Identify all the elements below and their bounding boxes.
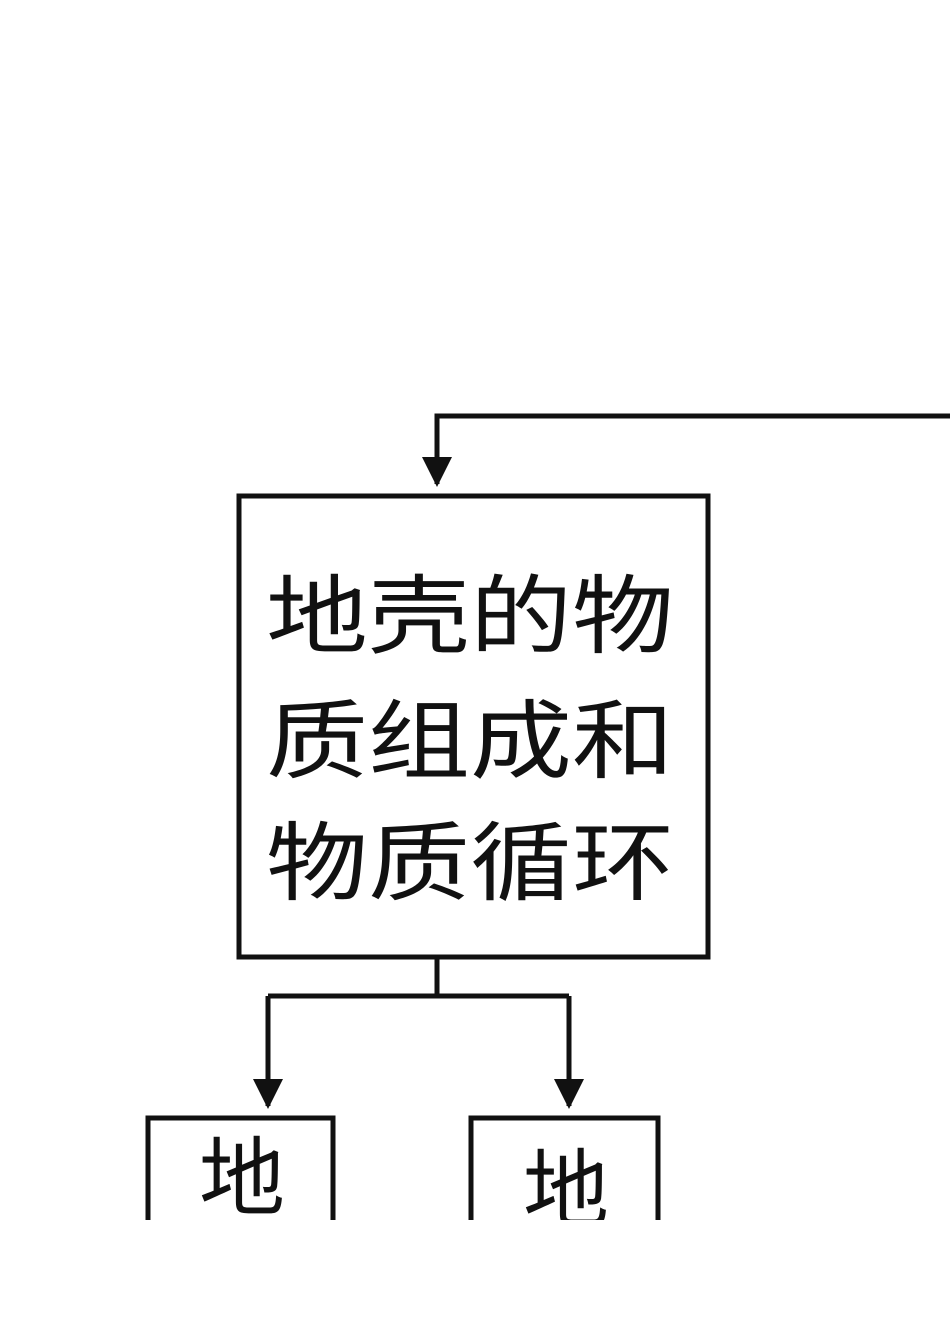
child-left-box [145,1115,336,1220]
child-right-label: 地 [523,1141,609,1241]
child-right-box [468,1115,661,1220]
main-node-line-2: 质组成和 [266,692,674,792]
child-left-label: 地 [199,1129,285,1229]
main-node-box [236,493,711,960]
incoming-connector-arrow [422,413,950,487]
main-node-line-3: 物质循环 [266,814,674,914]
main-node-line-1: 地壳的物 [266,567,674,667]
